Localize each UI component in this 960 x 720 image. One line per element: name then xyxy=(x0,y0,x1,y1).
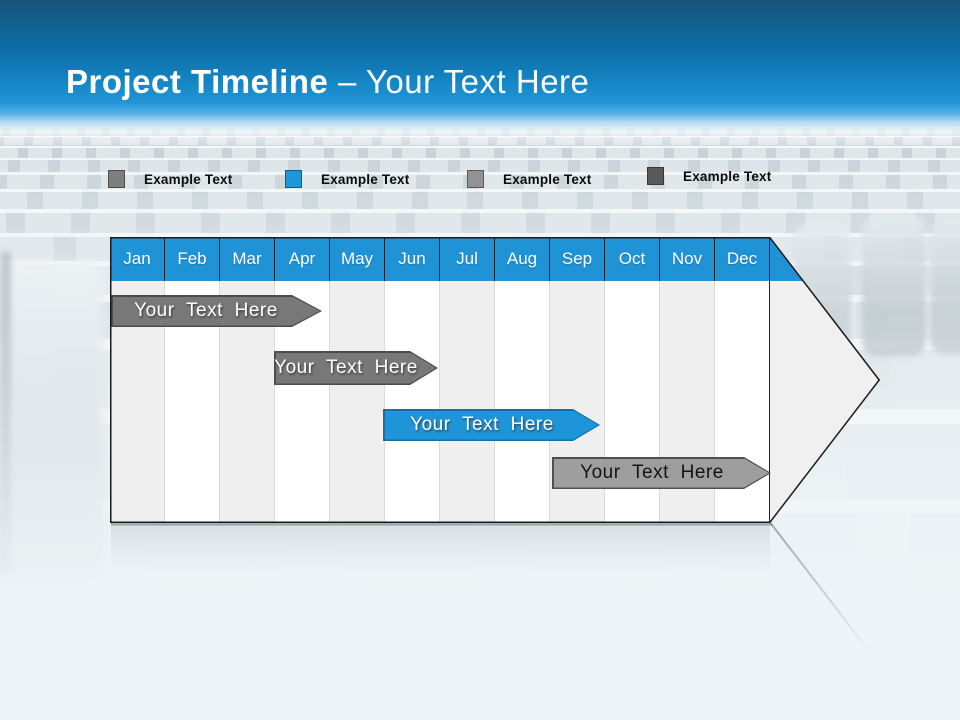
month-cell: Jul xyxy=(440,237,495,281)
body-column xyxy=(330,281,385,523)
month-cell: Jun xyxy=(385,237,440,281)
month-cell: Sep xyxy=(550,237,605,281)
legend-label: Example Text xyxy=(503,171,592,187)
month-cell: Mar xyxy=(220,237,275,281)
month-cell: Apr xyxy=(275,237,330,281)
table-reflection xyxy=(111,525,770,571)
legend-swatch xyxy=(647,167,664,185)
timeline-bar-label: Your Text Here xyxy=(134,300,278,321)
legend-swatch xyxy=(285,170,302,188)
timeline-bar[interactable]: Your Text Here xyxy=(383,409,600,441)
legend-swatch xyxy=(467,170,484,188)
timeline-bar[interactable]: Your Text Here xyxy=(274,351,438,385)
timeline-bar-label: Your Text Here xyxy=(410,414,554,435)
timeline-bar[interactable]: Your Text Here xyxy=(552,457,771,489)
timeline-bar-label: Your Text Here xyxy=(274,357,418,378)
legend-item[interactable]: Example Text xyxy=(108,169,232,189)
month-cell: Aug xyxy=(495,237,550,281)
page-title[interactable]: Project Timeline – Your Text Here xyxy=(66,62,589,102)
body-column xyxy=(385,281,440,523)
legend-label: Example Text xyxy=(321,171,410,187)
month-cell: May xyxy=(330,237,385,281)
month-cell: Nov xyxy=(660,237,715,281)
month-cell: Dec xyxy=(715,237,770,281)
body-column xyxy=(440,281,495,523)
title-primary: Project Timeline xyxy=(66,63,329,100)
legend-swatch xyxy=(108,170,125,188)
legend-item[interactable]: Example Text xyxy=(285,169,409,189)
header-band xyxy=(0,0,960,132)
timeline-bar-label: Your Text Here xyxy=(580,462,724,483)
timeline-bar[interactable]: Your Text Here xyxy=(111,295,322,327)
body-column xyxy=(495,281,550,523)
legend-item[interactable]: Example Text xyxy=(647,166,771,186)
title-secondary: – Your Text Here xyxy=(338,63,590,100)
month-cell: Feb xyxy=(165,237,220,281)
legend-label: Example Text xyxy=(683,168,772,184)
legend-item[interactable]: Example Text xyxy=(467,169,591,189)
month-cell: Jan xyxy=(110,237,165,281)
legend-label: Example Text xyxy=(144,171,233,187)
month-cell: Oct xyxy=(605,237,660,281)
